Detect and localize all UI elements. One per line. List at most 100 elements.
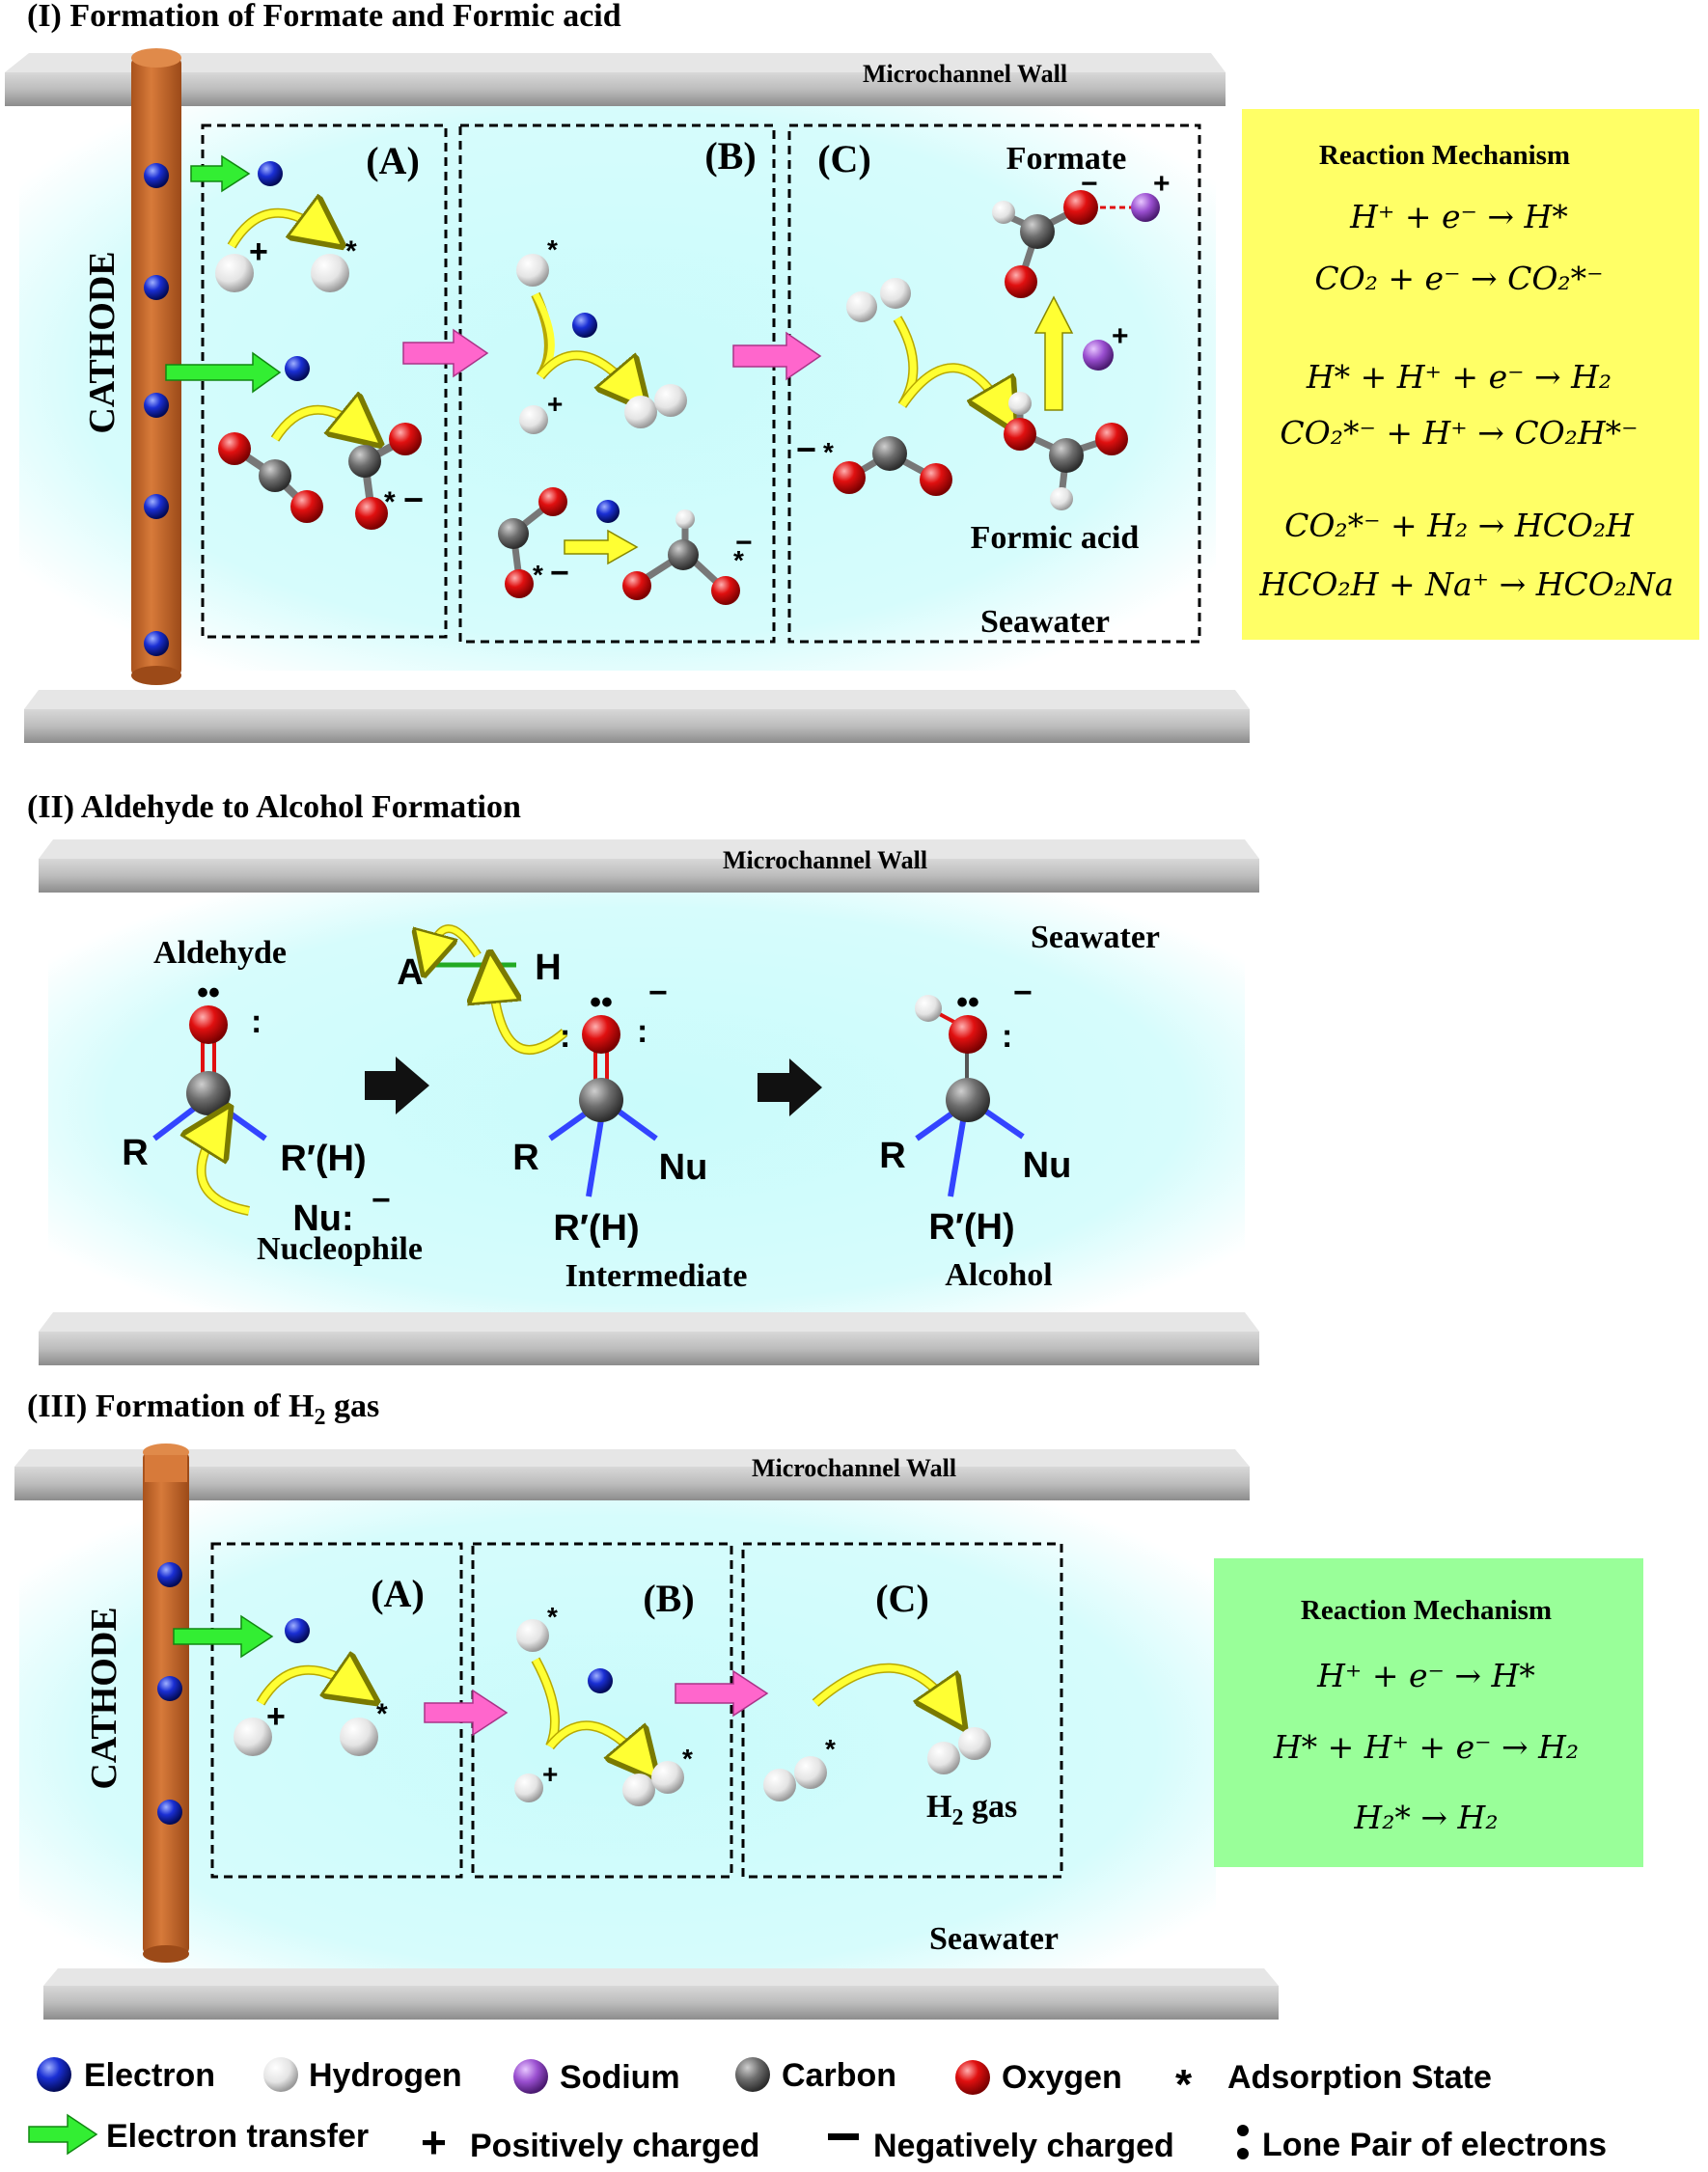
seawater-region-2 [48,886,1245,1325]
section-2-title: (II) Aldehyde to Alcohol Formation [27,789,521,825]
co2-radical-anion [833,436,952,496]
negative-charge: − [550,555,569,591]
electron [572,313,597,338]
legend-negative: Negatively charged [873,2128,1174,2164]
legend-electron: Electron [84,2057,215,2094]
nucleophile-label: Nucleophile [257,1231,423,1267]
lone-pair: : [251,1004,262,1040]
adsorption-star: * [376,1698,388,1730]
mechanism-title-3: Reaction Mechanism [1301,1595,1552,1626]
cathode-rod-3 [143,1443,189,1963]
adsorption-star: * [345,235,357,267]
hydrogen-adsorbed [516,254,549,287]
box-1b-label: (B) [704,134,756,178]
r-prime-group: R′(H) [553,1208,639,1249]
equation: HCO₂H + Na⁺ → HCO₂Na [1258,565,1673,603]
legend-plus-icon: + [421,2117,447,2167]
curved-arrow [547,1721,642,1761]
h-atom: H [535,948,561,988]
microchannel-wall-top-3 [14,1449,1250,1500]
electron-transfer-arrow-2 [165,351,282,394]
positive-charge: + [266,1698,286,1735]
positive-charge: + [542,1759,558,1789]
equation: H⁺ + e⁻ → H* [1349,198,1568,235]
legend-carbon-icon [735,2057,770,2092]
legend-adsorption: Adsorption State [1227,2059,1492,2096]
hydrogen-adsorbed [340,1718,378,1756]
cathode-electrons-3 [157,1562,182,1825]
legend-electron-transfer: Electron transfer [106,2118,369,2155]
lone-pair: •• [590,984,613,1021]
r-prime-group: R′(H) [928,1207,1014,1248]
cathode-label-1: CATHODE [82,251,123,433]
hydrogen-adsorbed [516,1619,549,1652]
positive-charge: + [1153,168,1171,200]
a-group: A [397,952,423,993]
curved-arrow [813,1664,950,1708]
reaction-mechanism-box-1 [1242,109,1699,640]
microchannel-wall-top-1 [5,53,1226,106]
formate-radical [622,509,740,605]
reaction-arrow-2 [758,1059,822,1116]
nu-group: Nu [1023,1145,1072,1186]
negative-charge: − [372,1182,391,1219]
negative-charge: − [1013,975,1033,1011]
curved-arrow [272,410,362,439]
adsorption-star: * [384,486,396,518]
co2-radical-anion [498,487,567,598]
curved-arrow [492,976,567,1054]
nu-group: Nu [659,1147,708,1188]
h2-adsorbed [763,1756,827,1801]
co2-radical-anion [348,423,422,530]
box-3c [741,1542,1063,1879]
alcohol-molecule [915,995,1025,1197]
electron-transfer-arrow-1 [190,154,251,193]
process-arrow-2 [732,331,822,381]
yellow-up-arrow [1033,295,1074,411]
h2-molecule [846,278,911,322]
electron-transfer-arrow-3 [173,1614,274,1659]
microchannel-wall-bottom-2 [39,1312,1259,1365]
legend-star-icon: * [1175,2061,1193,2108]
process-arrow-3 [424,1689,509,1737]
aldehyde-label: Aldehyde [153,935,287,971]
formic-acid-molecule [1004,392,1128,510]
box-1c-label: (C) [817,137,871,180]
h2-gas-molecule [927,1727,991,1774]
box-1a [201,124,448,639]
formic-acid-label: Formic acid [971,520,1140,556]
process-arrow-1 [402,328,489,378]
curved-arrow [228,213,323,246]
box-3a [210,1542,463,1879]
legend-electron-transfer-icon [28,2113,98,2156]
mechanism-title-1: Reaction Mechanism [1319,140,1570,171]
equation: CO₂*⁻ + H₂ → HCO₂H [1284,507,1635,544]
microchannel-wall-bottom-3 [43,1968,1279,2020]
lone-pair: : [637,1013,647,1050]
legend-lone-pair-icon-dot [1237,2148,1249,2159]
electron [588,1668,613,1693]
h2-molecule [624,384,687,428]
adsorption-star: * [682,1744,693,1773]
equation: CO₂ + e⁻ → CO₂*⁻ [1314,260,1603,297]
lone-pair: •• [956,984,979,1021]
legend-hydrogen: Hydrogen [309,2057,462,2094]
electron [285,1618,310,1643]
negative-charge: − [735,527,753,559]
intermediate-molecule [548,1015,658,1197]
intermediate-label: Intermediate [565,1258,748,1294]
reaction-arrow-1 [365,1057,429,1114]
electron [285,356,310,381]
electron [596,500,620,523]
legend-sodium: Sodium [560,2059,680,2096]
adsorption-star: * [825,1734,836,1764]
r-group: R [879,1136,905,1176]
sodium-ion [1083,340,1114,371]
cathode-label-3: CATHODE [84,1607,124,1789]
positive-charge: + [1112,320,1129,352]
wall-label-1: Microchannel Wall [863,60,1067,88]
negative-charge: − [648,975,668,1011]
curved-arrow [202,1127,250,1215]
curved-arrow [257,1670,357,1703]
